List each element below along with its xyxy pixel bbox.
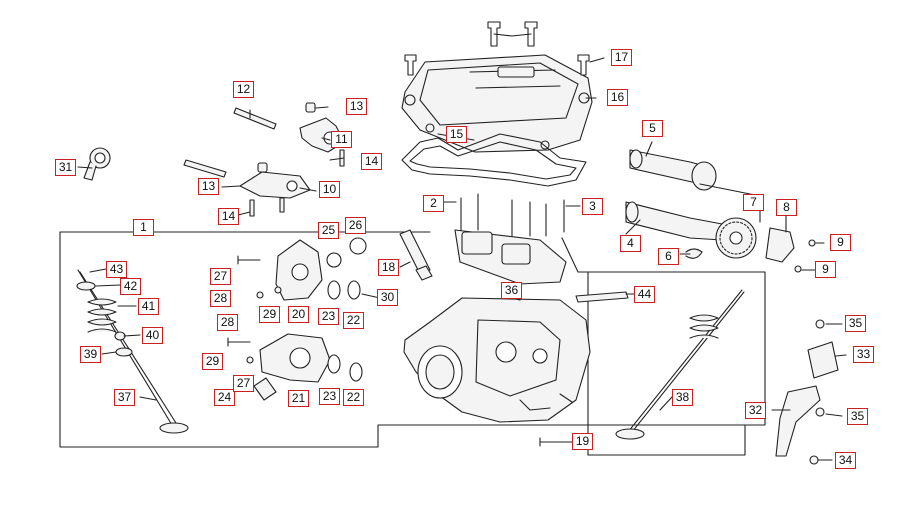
callout-28a: 28: [210, 290, 231, 307]
callout-21: 21: [288, 390, 309, 407]
valve-group-outline: [59, 221, 766, 456]
callout-37: 37: [114, 389, 135, 406]
camshafts: [625, 149, 723, 241]
rocker-assembly: [183, 102, 345, 217]
pipe-clip: [83, 147, 111, 181]
callout-20: 20: [288, 306, 309, 323]
callout-33: 33: [853, 346, 874, 363]
tensioner-bracket: [775, 319, 839, 465]
callout-8: 8: [776, 199, 797, 216]
seals: [326, 237, 367, 382]
retainer-plate: [685, 227, 816, 273]
callout-13a: 13: [346, 98, 367, 115]
callout-42: 42: [120, 278, 141, 295]
cover-gasket: [401, 133, 587, 187]
callout-26: 26: [345, 217, 366, 234]
valve-assembly-right: [615, 289, 745, 440]
callout-12: 12: [233, 81, 254, 98]
callout-38: 38: [672, 389, 693, 406]
cylinder-head: [403, 297, 591, 423]
callout-27b: 27: [233, 375, 254, 392]
callout-29a: 29: [259, 306, 280, 323]
cover-bolts: [404, 21, 590, 76]
callout-35a: 35: [845, 315, 866, 332]
callout-22b: 22: [343, 389, 364, 406]
callout-11: 11: [331, 131, 352, 148]
callout-7: 7: [743, 194, 764, 211]
callout-14b: 14: [218, 208, 239, 225]
callout-32: 32: [745, 402, 766, 419]
callout-25: 25: [318, 222, 339, 239]
misc-fasteners: [539, 291, 629, 447]
callout-9b: 9: [815, 261, 836, 278]
callout-30: 30: [377, 289, 398, 306]
callout-6: 6: [658, 248, 679, 265]
valve-assembly-left: [76, 269, 189, 434]
callout-23a: 23: [318, 308, 339, 325]
callout-9a: 9: [830, 234, 851, 251]
callout-28b: 28: [217, 314, 238, 331]
callout-15: 15: [446, 126, 467, 143]
callout-16: 16: [607, 89, 628, 106]
callout-19: 19: [572, 433, 593, 450]
callout-18: 18: [378, 259, 399, 276]
callout-10: 10: [319, 181, 340, 198]
callout-5: 5: [642, 120, 663, 137]
callout-13b: 13: [198, 178, 219, 195]
fasteners-left: [227, 255, 282, 401]
callout-27a: 27: [210, 268, 231, 285]
callout-40: 40: [142, 327, 163, 344]
callout-1: 1: [133, 219, 154, 236]
callout-3: 3: [582, 198, 603, 215]
callout-39: 39: [80, 346, 101, 363]
callout-4: 4: [620, 235, 641, 252]
callout-17: 17: [611, 49, 632, 66]
callout-35b: 35: [847, 408, 868, 425]
callout-2: 2: [423, 195, 444, 212]
callout-29b: 29: [202, 353, 223, 370]
callout-23b: 23: [319, 388, 340, 405]
callout-43: 43: [106, 261, 127, 278]
cam-holder: [454, 193, 567, 285]
callout-44: 44: [634, 286, 655, 303]
cylinder-head-cover: [401, 54, 593, 153]
callout-34: 34: [835, 452, 856, 469]
callout-24: 24: [214, 389, 235, 406]
intake-manifolds: [259, 239, 331, 383]
callout-36: 36: [501, 282, 522, 299]
callout-14a: 14: [361, 153, 382, 170]
spark-plug: [399, 229, 433, 281]
callout-22a: 22: [343, 312, 364, 329]
cam-sprocket: [715, 217, 757, 259]
callout-41: 41: [138, 298, 159, 315]
callout-31: 31: [55, 159, 76, 176]
